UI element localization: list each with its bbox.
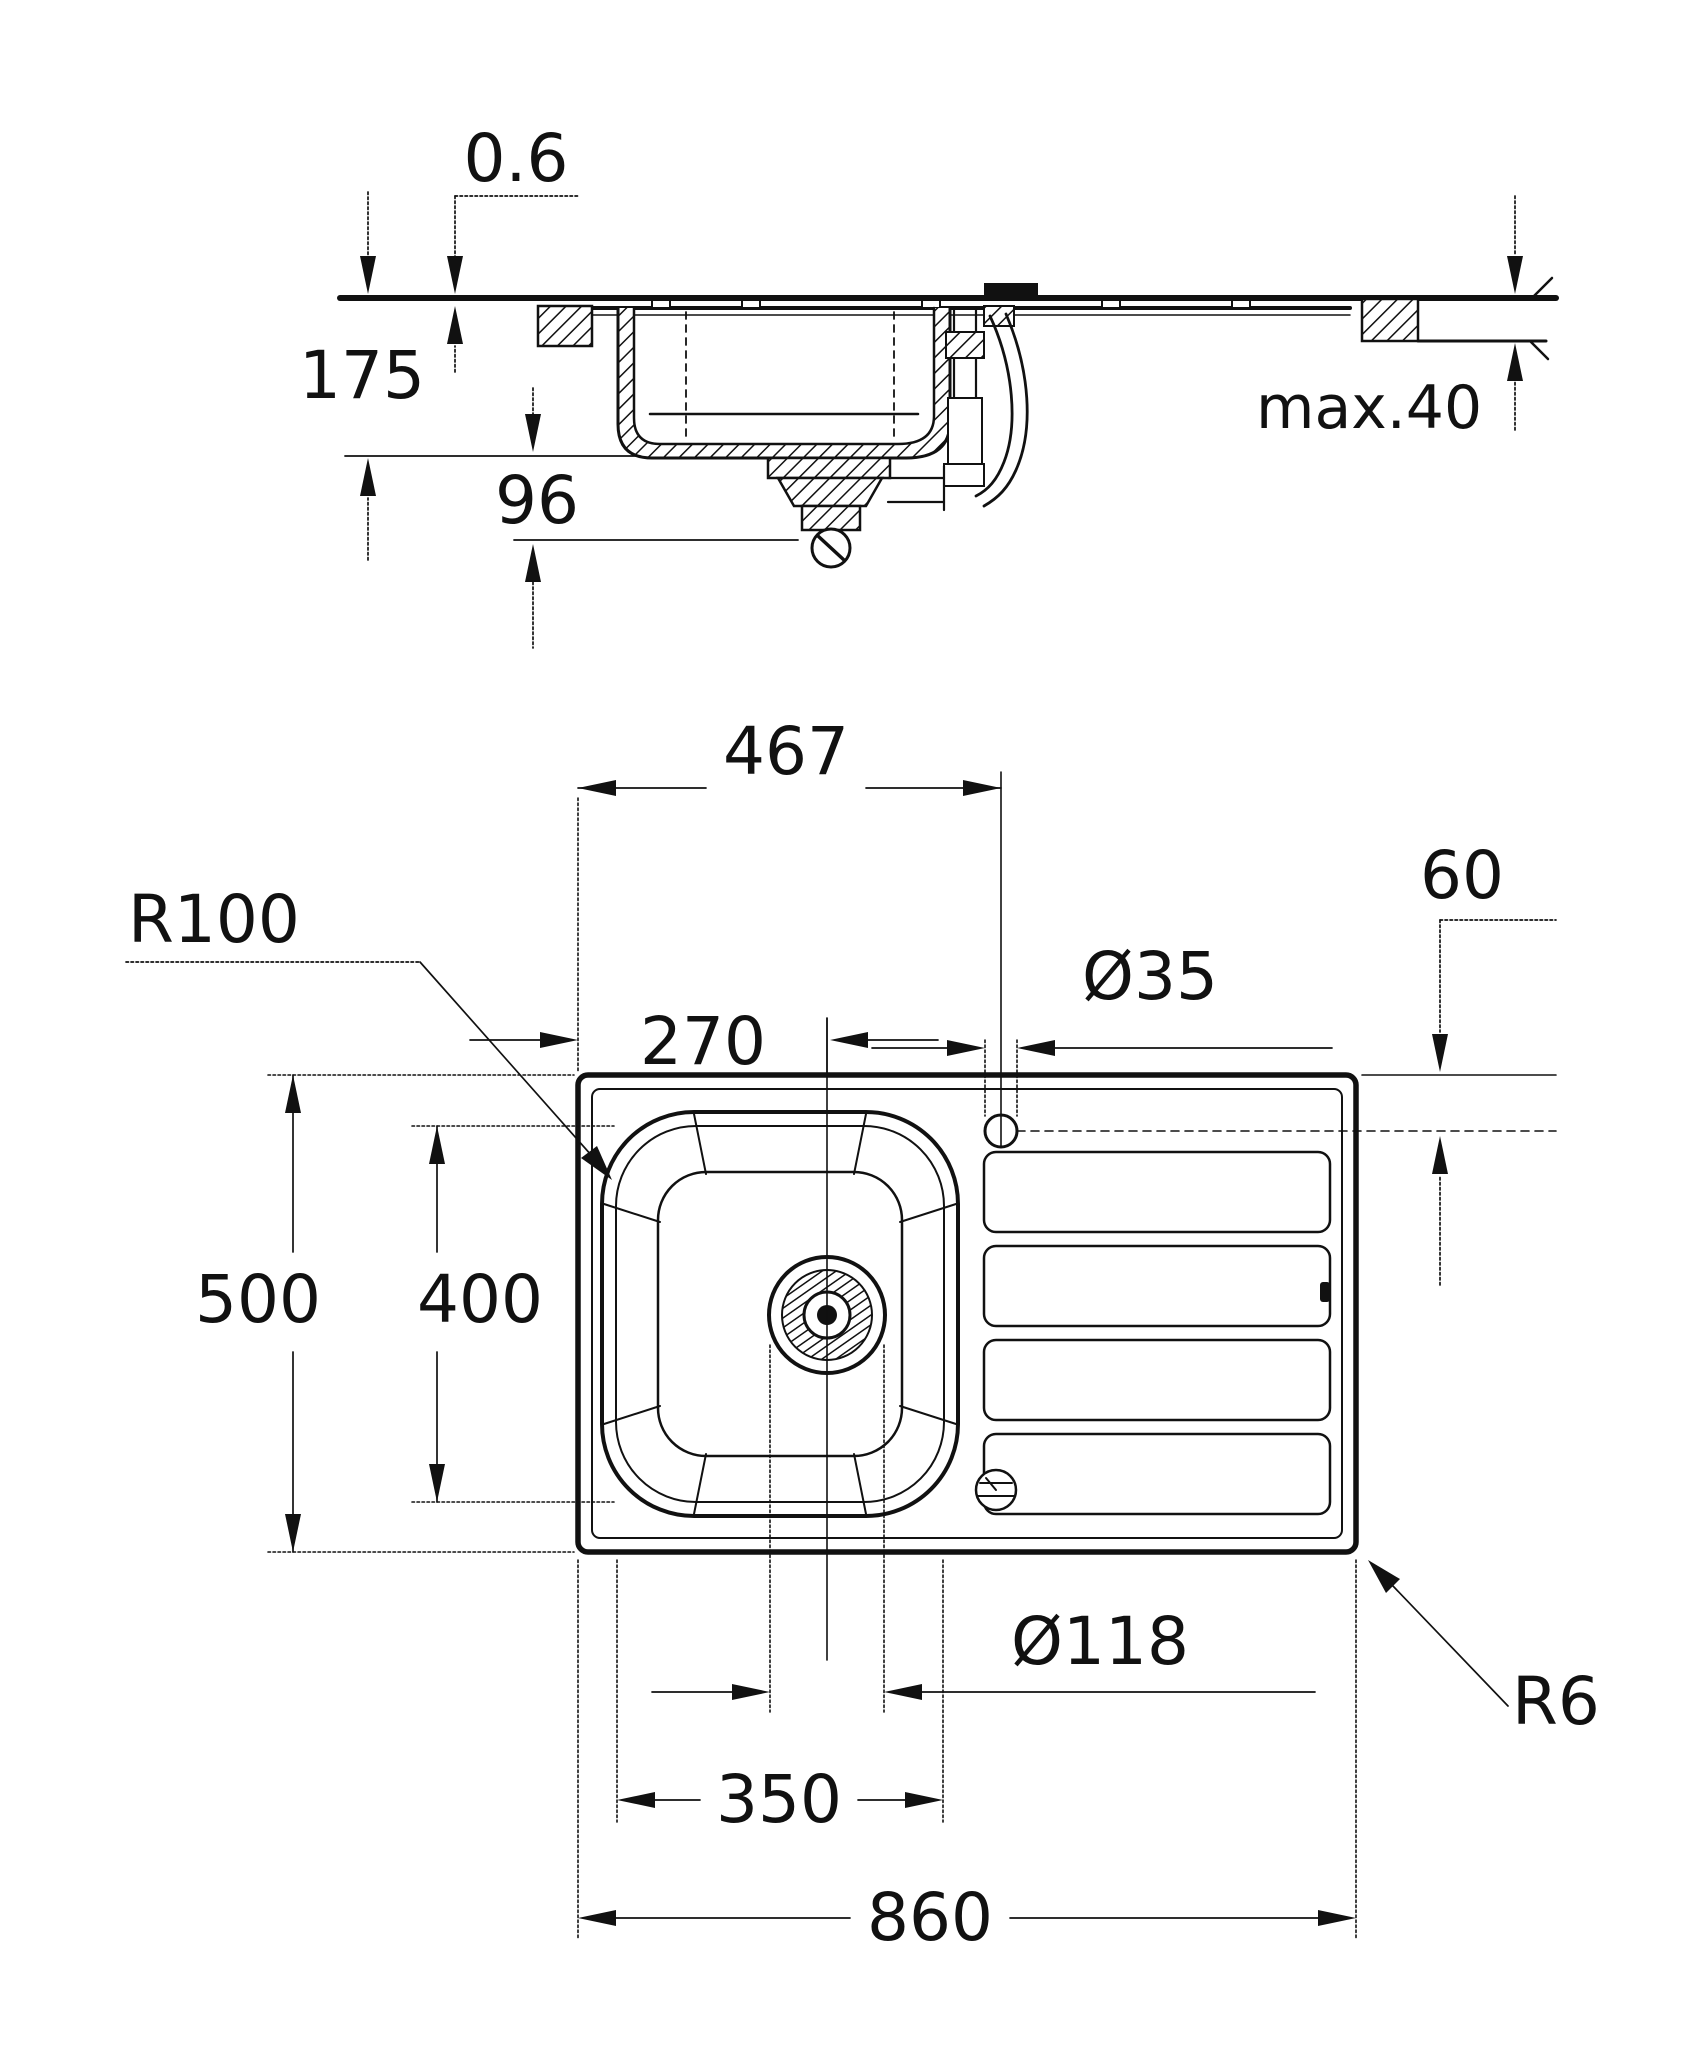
dim-label-175: 175 [299, 337, 425, 414]
dim-tap-from-left: 467 [577, 713, 1002, 1073]
dim-sheet-thickness: 0.6 [447, 120, 579, 373]
overflow-piping [886, 305, 1029, 512]
dim-bowl-inner-width: 350 [616, 1559, 944, 1838]
bowl-floor-outline [656, 1170, 904, 1458]
overflow-knob [974, 1468, 1018, 1512]
dim-label-max40: max.40 [1256, 373, 1482, 443]
drainer-clip-mark [1320, 1282, 1330, 1302]
dim-bowl-depth: 175 [299, 191, 425, 561]
dim-tap-from-back: 60 [1361, 837, 1557, 1286]
dim-overall-width: 860 [577, 1559, 1357, 1956]
side-section-view: 0.6 175 96 max.40 [299, 120, 1559, 649]
dim-label-350: 350 [716, 1761, 842, 1838]
dim-drain-clearance: 96 [495, 387, 579, 649]
left-clamp-hatched [536, 304, 594, 348]
dim-bowl-corner-radius: R100 [125, 881, 612, 1180]
drain-stem [800, 504, 862, 532]
counter-cut-tick-bottom [1528, 339, 1550, 361]
dim-label-d118: Ø118 [1011, 1603, 1189, 1680]
counter-cut-tick-top [1532, 276, 1554, 298]
bowl-outline [600, 1110, 960, 1518]
plan-view: 467 270 Ø35 60 [125, 713, 1600, 1956]
dim-label-500: 500 [195, 1261, 321, 1338]
dim-overall-depth: 500 [195, 1074, 575, 1553]
bowl-facet-lines [603, 1113, 957, 1515]
overflow-hose-inner [982, 312, 1029, 508]
dim-label-r100: R100 [128, 881, 300, 958]
drain-screw-slot [816, 534, 846, 562]
dim-drain-diameter: Ø118 [651, 1344, 1316, 1713]
bowl-inner-wall [632, 306, 936, 446]
dim-label-d35: Ø35 [1082, 938, 1218, 1015]
dim-tap-hole-diameter: Ø35 [871, 938, 1333, 1117]
dim-outer-corner-radius: R6 [1368, 1560, 1600, 1740]
dim-label-467: 467 [723, 713, 849, 790]
dim-counter-thickness: max.40 [1256, 195, 1523, 443]
dim-label-60: 60 [1420, 837, 1504, 914]
sink-rim-inner-line [591, 1088, 1343, 1539]
bowl-opening-line [615, 1125, 945, 1503]
sink-outer-outline [575, 1072, 1359, 1555]
overflow-hose-outer [974, 314, 1014, 498]
faucet-mount-block [984, 283, 1038, 299]
pipe-fitting-lower [947, 397, 983, 465]
pipe-fitting-upper [945, 331, 985, 359]
dim-label-r6: R6 [1512, 1663, 1600, 1740]
drain-flange [766, 456, 892, 480]
dim-label-0-6: 0.6 [464, 120, 569, 197]
dim-bowl-inner-length: 400 [411, 1125, 615, 1503]
dim-label-400: 400 [417, 1261, 543, 1338]
drain-assembly [766, 456, 892, 569]
bowl-wall-hatch [618, 308, 950, 458]
dim-bowl-center-from-left: 270 [469, 1003, 939, 1080]
countertop-section-hatched [1360, 297, 1420, 343]
fastening-clips [651, 299, 1251, 309]
pipe-elbow [943, 463, 985, 487]
dim-label-270: 270 [640, 1003, 766, 1080]
drain-body [775, 476, 885, 508]
dim-label-96: 96 [495, 462, 579, 539]
dim-label-860: 860 [867, 1879, 993, 1956]
